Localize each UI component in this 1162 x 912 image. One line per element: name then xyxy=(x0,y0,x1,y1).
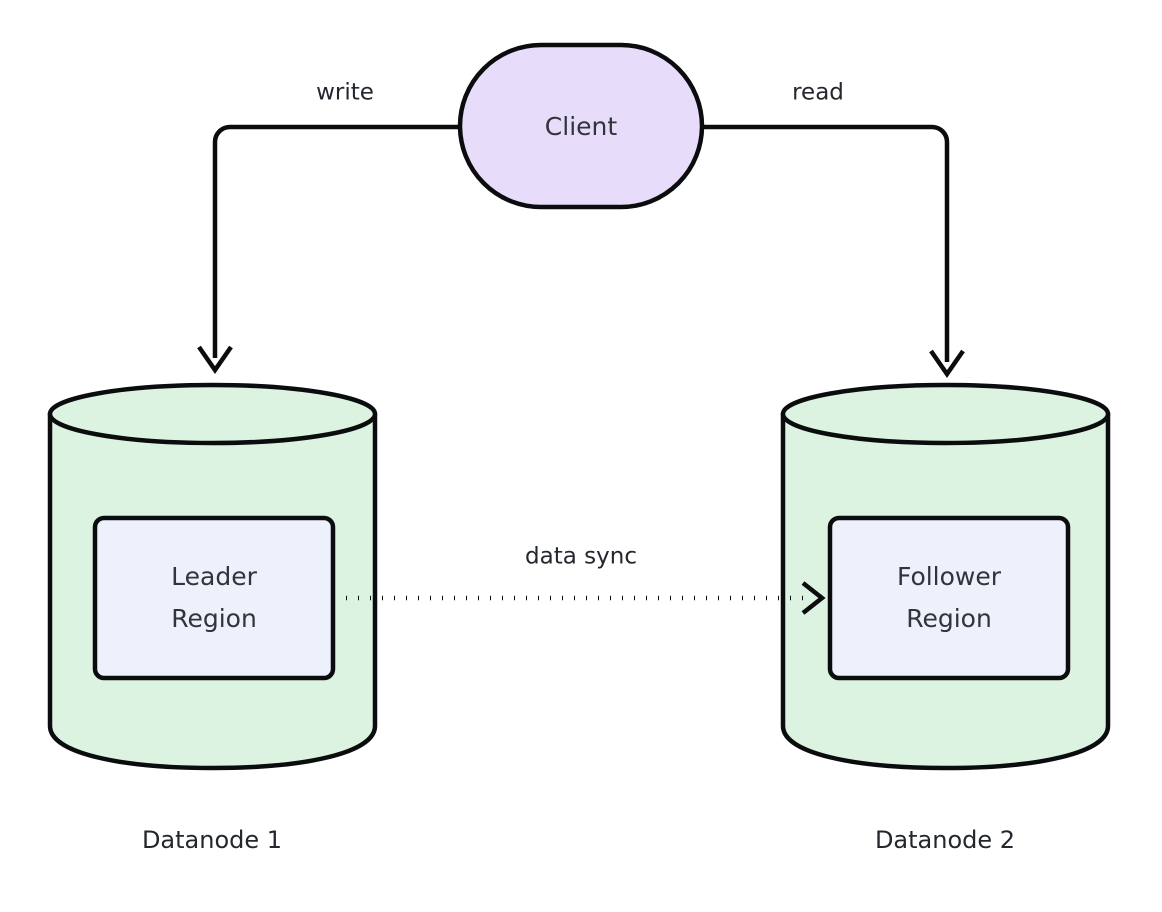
write-edge-label: write xyxy=(316,80,374,106)
data-sync-arrowhead-icon xyxy=(801,581,826,615)
follower-region-label-line1: Follower xyxy=(897,562,1002,591)
edge-read[interactable]: read xyxy=(704,80,965,378)
client-label: Client xyxy=(545,112,618,141)
datanode-2-cylinder-top xyxy=(780,382,1111,446)
node-follower-region[interactable]: Follower Region xyxy=(827,515,1071,681)
node-client[interactable]: Client xyxy=(457,42,705,210)
read-edge-label: read xyxy=(792,80,844,106)
datanode-1-cylinder-top xyxy=(47,382,378,446)
edge-write[interactable]: write xyxy=(197,80,458,374)
client-shape[interactable] xyxy=(457,42,705,210)
leader-region-label-line2: Region xyxy=(171,604,257,633)
datanode-1-caption: Datanode 1 xyxy=(142,826,282,854)
write-connector-path[interactable] xyxy=(212,124,458,358)
follower-region-box[interactable] xyxy=(827,515,1071,681)
read-connector-path[interactable] xyxy=(704,124,950,362)
read-arrowhead-icon xyxy=(929,349,965,378)
follower-region-label-line2: Region xyxy=(906,604,992,633)
datanode-2-caption: Datanode 2 xyxy=(875,826,1015,854)
leader-region-box[interactable] xyxy=(92,515,336,681)
write-arrowhead-icon xyxy=(197,345,233,374)
node-leader-region[interactable]: Leader Region xyxy=(92,515,336,681)
node-datanode-2[interactable]: Follower Region xyxy=(780,382,1111,771)
data-sync-edge-label: data sync xyxy=(525,544,637,570)
edge-data-sync[interactable]: data sync xyxy=(346,544,826,615)
node-datanode-1[interactable]: Leader Region xyxy=(47,382,378,771)
leader-region-label-line1: Leader xyxy=(171,562,257,591)
